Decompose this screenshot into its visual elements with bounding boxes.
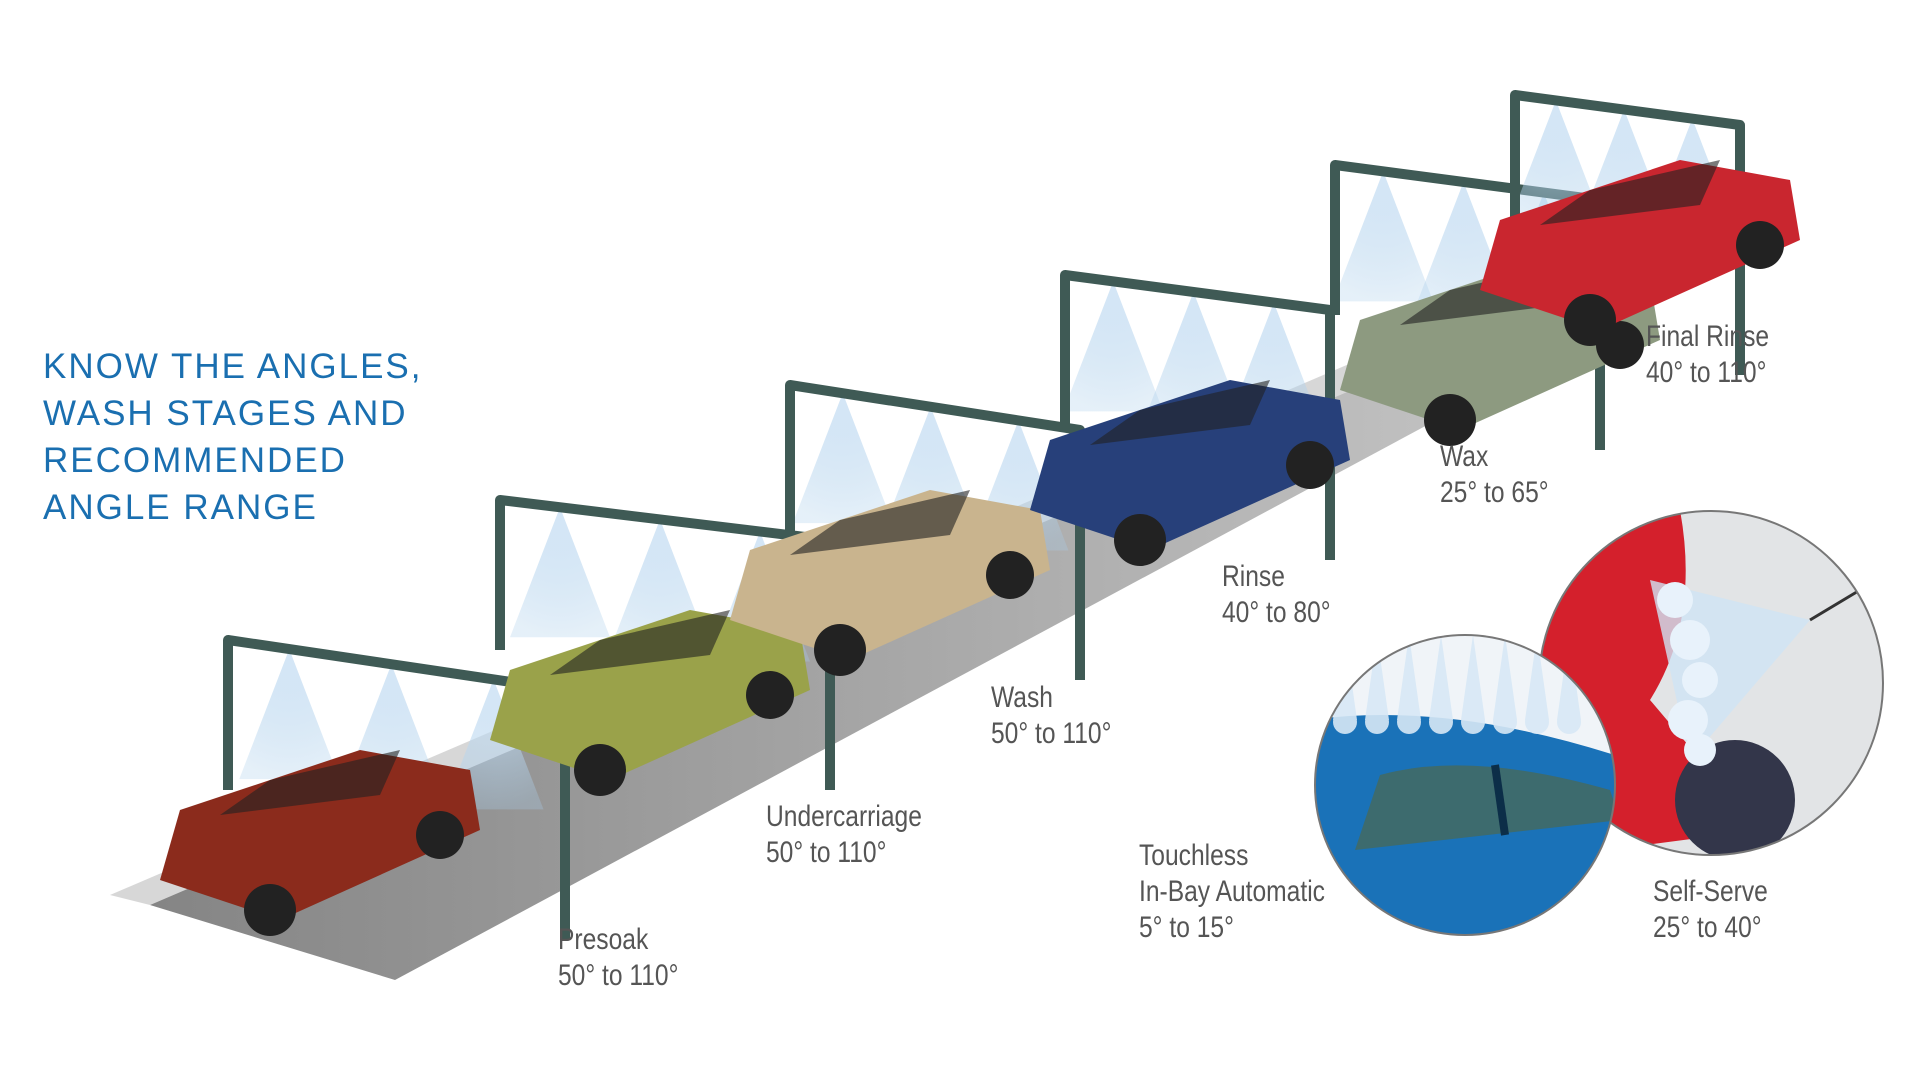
spray-fan (1397, 635, 1421, 720)
foam-bubble (1525, 710, 1549, 734)
spray-fan (1333, 171, 1434, 302)
car-wheel (986, 551, 1034, 599)
foam-bubble (1493, 710, 1517, 734)
gantry-frame (223, 635, 570, 940)
stage-label-wash: Wash 50° to 110° (991, 680, 1111, 752)
foam-bubble (1429, 710, 1453, 734)
spray-fan (1063, 281, 1164, 412)
stage-name: Presoak (558, 923, 649, 956)
inset-label-touchless: Touchless In-Bay Automatic 5° to 15° (1139, 838, 1325, 946)
spray-fan (1525, 635, 1549, 720)
car-body (160, 750, 480, 920)
car-wheel (1564, 294, 1616, 346)
spray-fan (1365, 635, 1389, 720)
spray-fan (792, 393, 893, 524)
stage-range: 40° to 110° (1646, 356, 1767, 389)
infographic-title: KNOW THE ANGLES, WASH STAGES AND RECOMME… (43, 343, 423, 531)
car-window (1540, 160, 1720, 225)
car-wheel (416, 811, 464, 859)
stage-label-undercarriage: Undercarriage 50° to 110° (766, 799, 922, 871)
cars (160, 160, 1800, 936)
car-body (1480, 160, 1800, 330)
car-window (220, 750, 400, 815)
gantry-frame (785, 380, 1085, 680)
stage-range: 50° to 110° (991, 717, 1112, 750)
foam-bubble (1461, 710, 1485, 734)
car-wheel (244, 884, 296, 936)
car-wheel (574, 744, 626, 796)
car-wheel (746, 671, 794, 719)
inset-name: Self-Serve (1653, 875, 1768, 908)
car-wheel (1114, 514, 1166, 566)
foam-bubble (1365, 710, 1389, 734)
stage-label-final-rinse: Final Rinse 40° to 110° (1646, 319, 1769, 391)
stage-name: Undercarriage (766, 800, 922, 833)
title-line: RECOMMENDED (43, 441, 347, 480)
title-line: WASH STAGES AND (43, 394, 408, 433)
spray-fan (239, 649, 340, 780)
car-wheel (1286, 441, 1334, 489)
inset-name: Touchless (1139, 839, 1249, 872)
stage-name: Wash (991, 681, 1053, 714)
car-window (790, 490, 970, 555)
car-wheel (1736, 221, 1784, 269)
stage-range: 50° to 110° (558, 959, 679, 992)
inset-label-self-serve: Self-Serve 25° to 40° (1653, 874, 1768, 946)
spray-fan (1493, 635, 1517, 720)
stage-range: 25° to 65° (1440, 476, 1549, 509)
spray-fan (1429, 635, 1453, 720)
stage-name: Wax (1440, 440, 1489, 473)
foam-bubble (1557, 710, 1581, 734)
stage-label-presoak: Presoak 50° to 110° (558, 922, 678, 994)
car-window (1090, 380, 1270, 445)
title-line: KNOW THE ANGLES, (43, 347, 423, 386)
title-line: ANGLE RANGE (43, 488, 318, 527)
stage-label-wax: Wax 25° to 65° (1440, 439, 1549, 511)
car-wheel (1424, 394, 1476, 446)
car-body (730, 490, 1050, 660)
car-body (490, 610, 810, 780)
stage-range: 40° to 80° (1222, 596, 1331, 629)
spray-fan (510, 507, 610, 638)
stage-name: Rinse (1222, 560, 1285, 593)
foam-bubble (1333, 710, 1357, 734)
spray-fan (1461, 635, 1485, 720)
inset-name: In-Bay Automatic (1139, 875, 1325, 908)
car-wheel (814, 624, 866, 676)
car-window (550, 610, 730, 675)
stage-label-rinse: Rinse 40° to 80° (1222, 559, 1331, 631)
in-bay-inset (1314, 634, 1616, 936)
inset-range: 25° to 40° (1653, 911, 1762, 944)
stage-name: Final Rinse (1646, 320, 1770, 353)
foam-bubble (1397, 710, 1421, 734)
stage-range: 50° to 110° (766, 836, 887, 869)
inset-range: 5° to 15° (1139, 911, 1234, 944)
car-body (1030, 380, 1350, 550)
